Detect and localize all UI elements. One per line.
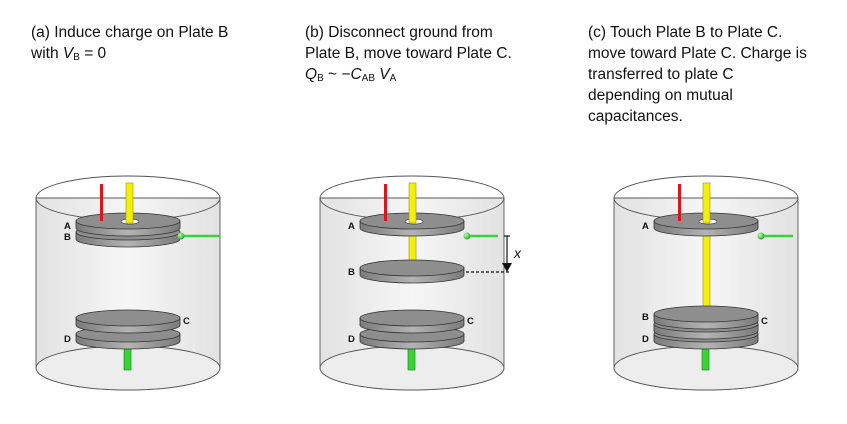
caption-b-line2: Plate B, move toward Plate C. xyxy=(305,45,512,62)
caption-c-line3: transferred to plate C xyxy=(588,66,734,83)
formula-c: C xyxy=(350,66,362,83)
plate-c-b xyxy=(359,309,465,334)
displacement-label: x xyxy=(513,245,522,261)
caption-a-sub: B xyxy=(73,52,80,63)
caption-c-line5: capacitances. xyxy=(588,108,683,125)
label-d-c: D xyxy=(642,334,649,345)
yellow-rod-b xyxy=(408,182,417,224)
caption-c-line2: move toward Plate C. Charge is xyxy=(588,45,807,62)
label-a-b: A xyxy=(348,221,355,232)
caption-b-formula: QB ~ −CAB VA xyxy=(305,64,545,89)
green-ball-a xyxy=(177,232,185,240)
label-b-a: B xyxy=(64,232,71,243)
label-c-c: C xyxy=(761,316,768,327)
label-d-a: D xyxy=(64,334,71,345)
yellow-rod-lower-c xyxy=(702,225,711,317)
panel-b-apparatus: x A B C D xyxy=(319,175,522,391)
plate-b-c xyxy=(653,305,759,330)
caption-a-suffix: = 0 xyxy=(79,45,107,62)
caption-a-line2: with VB = 0 xyxy=(31,43,271,68)
label-a-c: A xyxy=(642,221,649,232)
label-a-a: A xyxy=(64,221,71,232)
label-c-a: C xyxy=(183,316,190,327)
yellow-rod-c xyxy=(702,182,711,224)
caption-b-line1: (b) Disconnect ground from xyxy=(305,24,493,41)
red-rod-b xyxy=(384,184,387,221)
caption-a-var: V xyxy=(62,45,74,62)
label-b-c: B xyxy=(642,312,649,323)
formula-q-sub: B xyxy=(317,73,324,84)
yellow-rod-a xyxy=(125,182,134,224)
panel-c-apparatus: A B C D xyxy=(613,175,799,391)
caption-a-line1: (a) Induce charge on Plate B xyxy=(31,24,229,41)
panel-a-apparatus: A B C D xyxy=(35,175,221,391)
label-c-b: C xyxy=(467,316,474,327)
caption-c-line4: depending on mutual xyxy=(588,87,733,104)
label-d-b: D xyxy=(348,334,355,345)
formula-q: Q xyxy=(305,66,318,83)
plate-c-a xyxy=(75,309,181,334)
green-ball-c xyxy=(757,232,765,240)
caption-a-prefix: with xyxy=(31,45,63,62)
caption-panel-b: (b) Disconnect ground from Plate B, move… xyxy=(305,22,545,89)
displacement-arrowhead xyxy=(502,263,512,272)
caption-c-line1: (c) Touch Plate B to Plate C. xyxy=(588,24,783,41)
red-rod-c xyxy=(678,184,681,221)
formula-v: V xyxy=(375,66,390,83)
formula-v-sub: A xyxy=(389,73,397,84)
green-ball-b xyxy=(463,232,471,240)
caption-panel-c: (c) Touch Plate B to Plate C. move towar… xyxy=(588,22,828,127)
formula-mid: ~ − xyxy=(323,66,351,83)
formula-c-sub: AB xyxy=(361,73,375,84)
caption-panel-a: (a) Induce charge on Plate B with VB = 0 xyxy=(31,22,271,68)
red-rod-a xyxy=(100,184,103,221)
plate-b-b xyxy=(359,259,465,284)
label-b-b: B xyxy=(348,267,355,278)
